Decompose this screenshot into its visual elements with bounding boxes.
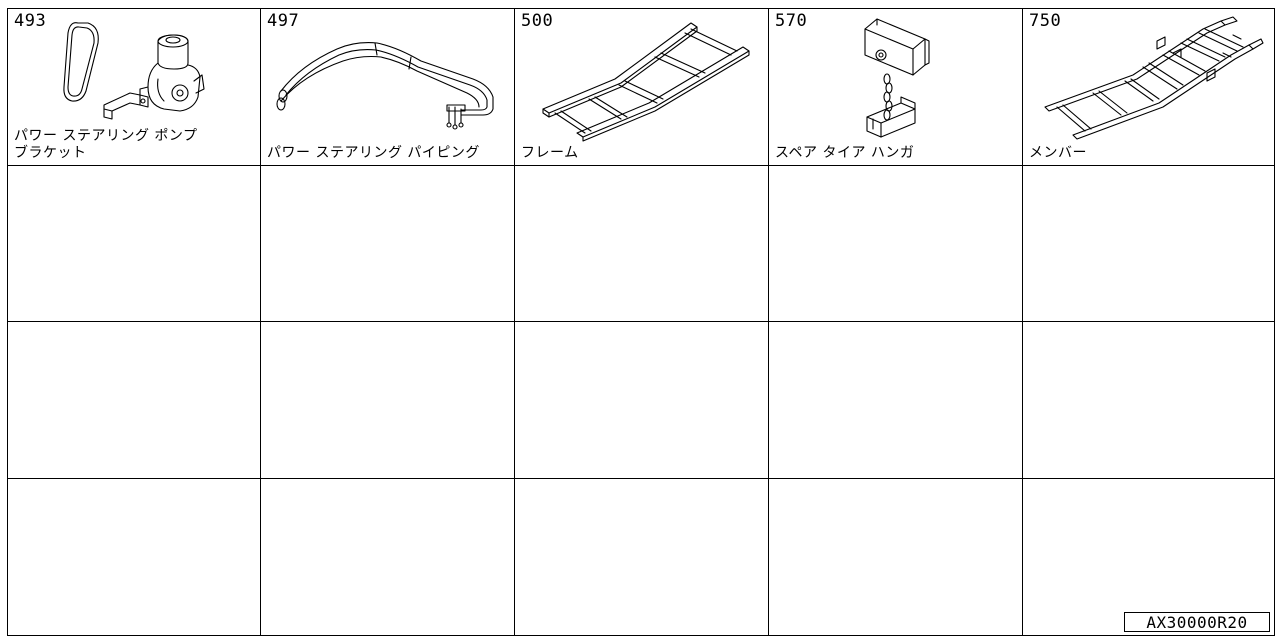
- part-name: スペア タイア ハンガ: [775, 145, 915, 161]
- catalog-item-570[interactable]: 570 スペア タイア ハンガ: [768, 8, 1023, 166]
- part-name: パワー ステアリング ポンプ ブラケット: [14, 128, 198, 161]
- part-number: 750: [1029, 11, 1062, 31]
- empty-cell: [514, 165, 769, 322]
- empty-cell: [768, 321, 1023, 479]
- empty-cell: [1022, 478, 1275, 636]
- spare-tire-hanger-illustration: [864, 18, 930, 138]
- empty-cell: [1022, 321, 1275, 479]
- power-steering-pump-illustration: [63, 22, 205, 120]
- part-number: 500: [521, 11, 554, 31]
- empty-cell: [1022, 165, 1275, 322]
- empty-cell: [260, 478, 515, 636]
- part-name: メンバー: [1029, 145, 1087, 161]
- empty-cell: [514, 478, 769, 636]
- empty-cell: [768, 165, 1023, 322]
- catalog-item-493[interactable]: 493 パワー ステアリング ポンプ ブラケット: [7, 8, 261, 166]
- frame-illustration: [542, 22, 750, 142]
- empty-cell: [7, 165, 261, 322]
- power-steering-piping-illustration: [276, 42, 494, 130]
- empty-cell: [260, 165, 515, 322]
- parts-catalog-grid: 493 パワー ステアリング ポンプ ブラケット 497 パワー ステアリング …: [7, 8, 1275, 636]
- empty-cell: [514, 321, 769, 479]
- empty-cell: [260, 321, 515, 479]
- empty-cell: [7, 321, 261, 479]
- empty-cell: [768, 478, 1023, 636]
- part-number: 493: [14, 11, 47, 31]
- part-name: フレーム: [521, 145, 579, 161]
- part-name: パワー ステアリング パイピング: [267, 145, 480, 161]
- drawing-code: AX30000R20: [1124, 612, 1270, 632]
- catalog-item-497[interactable]: 497 パワー ステアリング パイピング: [260, 8, 515, 166]
- part-number: 497: [267, 11, 300, 31]
- catalog-item-500[interactable]: 500 フレーム: [514, 8, 769, 166]
- part-number: 570: [775, 11, 808, 31]
- empty-cell: [7, 478, 261, 636]
- catalog-item-750[interactable]: 750 メンバー: [1022, 8, 1275, 166]
- member-illustration: [1044, 16, 1264, 140]
